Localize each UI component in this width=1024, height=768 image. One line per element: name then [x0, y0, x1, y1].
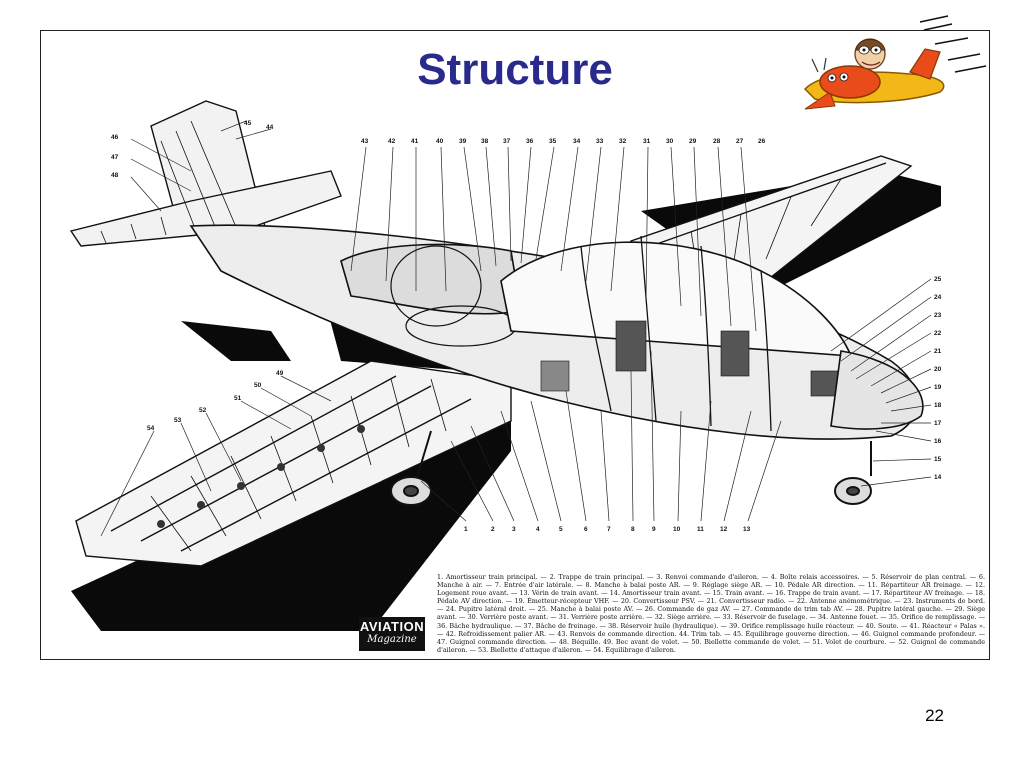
callout-41: 41: [411, 138, 419, 145]
callout-42: 42: [388, 138, 396, 145]
left-wing: [75, 360, 512, 567]
callout-37: 37: [503, 138, 511, 145]
tail-section: [69, 100, 342, 247]
callout-23: 23: [934, 312, 942, 319]
callout-33: 33: [596, 138, 604, 145]
cartoon-pilot-airplane-icon: [803, 15, 987, 110]
callout-52: 52: [199, 407, 207, 414]
logo-line1: AVIATION: [359, 619, 425, 634]
callout-48: 48: [111, 172, 119, 179]
logo-line2: Magazine: [367, 634, 417, 645]
aviation-magazine-logo: AVIATION Magazine: [359, 617, 425, 651]
callout-50: 50: [254, 382, 262, 389]
landing-gear: [390, 430, 872, 506]
callout-12: 12: [720, 526, 728, 533]
callout-45: 45: [244, 120, 252, 127]
fuselage: [189, 224, 924, 440]
callout-25: 25: [934, 276, 942, 283]
callout-32: 32: [619, 138, 627, 145]
callout-51: 51: [234, 395, 242, 402]
callout-39: 39: [459, 138, 467, 145]
callout-21: 21: [934, 348, 942, 355]
callout-28: 28: [713, 138, 721, 145]
callout-47: 47: [111, 154, 119, 161]
callout-14: 14: [934, 474, 942, 481]
callout-4: 4: [536, 526, 540, 533]
callout-35: 35: [549, 138, 557, 145]
callout-13: 13: [743, 526, 751, 533]
callout-19: 19: [934, 384, 942, 391]
callout-7: 7: [607, 526, 611, 533]
callout-10: 10: [673, 526, 681, 533]
callout-2: 2: [491, 526, 495, 533]
callout-31: 31: [643, 138, 651, 145]
callout-11: 11: [697, 526, 704, 533]
callout-49: 49: [276, 370, 284, 377]
callout-5: 5: [559, 526, 563, 533]
callout-18: 18: [934, 402, 942, 409]
callout-8: 8: [631, 526, 635, 533]
callout-6: 6: [584, 526, 588, 533]
figure-legend-caption: 1. Amortisseur train principal. — 2. Tra…: [437, 573, 985, 654]
callout-40: 40: [436, 138, 444, 145]
callout-53: 53: [174, 417, 182, 424]
callout-43: 43: [361, 138, 369, 145]
callout-44: 44: [266, 124, 274, 131]
callout-24: 24: [934, 294, 942, 301]
slide-frame: Structure: [40, 30, 990, 660]
callout-30: 30: [666, 138, 674, 145]
speed-lines-icon: [919, 15, 987, 73]
callout-leader-lines: [100, 120, 932, 537]
callout-27: 27: [736, 138, 744, 145]
callout-54: 54: [147, 425, 155, 432]
callout-16: 16: [934, 438, 942, 445]
callout-9: 9: [652, 526, 656, 533]
callout-20: 20: [934, 366, 942, 373]
callout-3: 3: [512, 526, 516, 533]
callout-1: 1: [464, 526, 468, 533]
slide-title: Structure: [417, 45, 613, 94]
callout-29: 29: [689, 138, 697, 145]
aircraft-cutaway-drawing: 45 44 46 47 48 43 42 41 40 39 38 37 36 3…: [69, 100, 942, 631]
callout-38: 38: [481, 138, 489, 145]
callout-numbers: 45 44 46 47 48 43 42 41 40 39 38 37 36 3…: [111, 120, 942, 533]
page-number: 22: [925, 706, 944, 725]
callout-26: 26: [758, 138, 766, 145]
callout-34: 34: [573, 138, 581, 145]
callout-22: 22: [934, 330, 942, 337]
callout-15: 15: [934, 456, 942, 463]
callout-36: 36: [526, 138, 534, 145]
callout-17: 17: [934, 420, 942, 427]
callout-46: 46: [111, 134, 119, 141]
